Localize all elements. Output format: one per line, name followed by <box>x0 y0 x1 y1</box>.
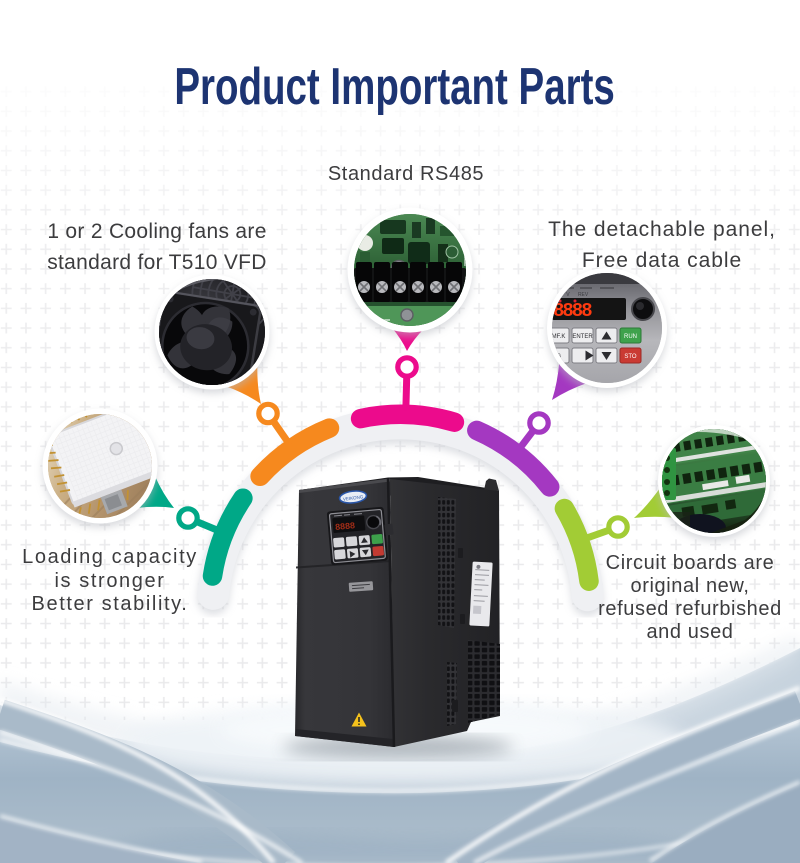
svg-text:MF.K: MF.K <box>552 334 566 340</box>
svg-text:ENTER: ENTER <box>572 334 593 340</box>
svg-text:VEIKONG: VEIKONG <box>343 494 364 502</box>
svg-text:8888: 8888 <box>553 300 592 322</box>
svg-text:A V REV: A V REV <box>556 292 589 298</box>
svg-text:RUN: RUN <box>624 334 637 340</box>
svg-text:STO: STO <box>624 354 637 360</box>
svg-text:8888: 8888 <box>335 521 355 533</box>
